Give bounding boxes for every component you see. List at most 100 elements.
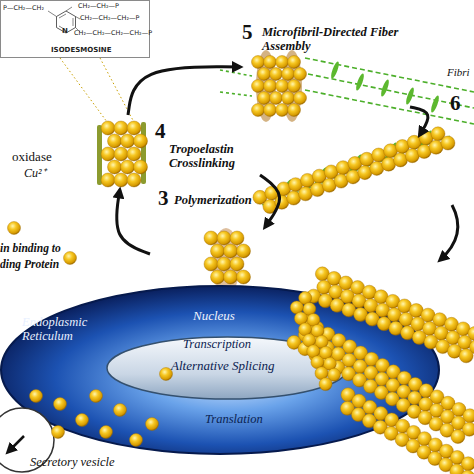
cell-body: Endoplasmic ReticulumTranslationNucleusT… <box>0 285 440 455</box>
tropoelastin-sphere <box>419 397 433 411</box>
tropoelastin-sphere <box>211 270 225 284</box>
protein-backing <box>256 50 276 122</box>
fibril-bar <box>141 122 146 184</box>
tropoelastin-sphere <box>441 396 455 410</box>
tropoelastin-sphere <box>401 326 415 340</box>
tropoelastin-sphere <box>376 303 390 317</box>
tropoelastin-sphere <box>469 340 474 354</box>
tropoelastin-sphere <box>459 349 473 363</box>
tropoelastin-sphere <box>277 182 291 196</box>
tropoelastin-sphere <box>288 104 301 117</box>
tropoelastin-sphere <box>461 470 474 474</box>
tropoelastin-sphere <box>298 342 312 356</box>
tropoelastin-sphere <box>364 299 378 313</box>
chemical-group: CH₂—CH₂—CH₂—CH₂—P <box>74 30 152 37</box>
tropoelastin-sphere <box>352 394 366 408</box>
tropoelastin-sphere <box>275 195 289 209</box>
tropoelastin-sphere <box>309 334 323 348</box>
step-label: ding Protein <box>0 258 59 271</box>
tropoelastin-sphere <box>336 161 350 175</box>
tropoelastin-sphere <box>230 257 244 271</box>
tropoelastin-sphere <box>130 434 143 447</box>
tropoelastin-sphere <box>318 294 332 308</box>
secretory-vesicle: Secretory vesicle <box>0 405 140 474</box>
tropoelastin-sphere <box>362 285 376 299</box>
tropoelastin-sphere <box>362 414 376 428</box>
tropoelastin-sphere <box>303 303 316 316</box>
tropoelastin-sphere <box>385 413 399 427</box>
tropoelastin-sphere <box>398 299 412 313</box>
tropoelastin-sphere <box>224 270 238 284</box>
tropoelastin-sphere <box>374 407 388 421</box>
process-arrow <box>410 107 428 135</box>
tropoelastin-sphere <box>252 80 265 93</box>
tropoelastin-sphere <box>329 285 343 299</box>
tropoelastin-sphere <box>406 439 420 453</box>
tropoelastin-sphere <box>108 160 122 174</box>
tropoelastin-sphere <box>327 368 340 381</box>
tropoelastin-sphere <box>315 367 328 380</box>
tropoelastin-sphere <box>397 385 411 399</box>
tropoelastin-sphere <box>450 451 464 465</box>
tropoelastin-sphere <box>422 322 436 336</box>
tropoelastin-sphere <box>108 134 122 148</box>
tropoelastin-sphere <box>386 378 400 392</box>
tropoelastin-sphere <box>310 321 324 335</box>
fiber-axis <box>262 136 450 205</box>
tropoelastin-sphere <box>374 290 388 304</box>
tropoelastin-sphere <box>204 231 218 245</box>
tropoelastin-sphere <box>417 445 431 459</box>
tropoelastin-sphere <box>428 438 442 452</box>
tropoelastin-sphere <box>385 392 399 406</box>
tropoelastin-sphere <box>375 359 389 373</box>
fibril-bar <box>97 125 102 185</box>
tropoelastin-sphere <box>351 408 365 422</box>
tropoelastin-sphere <box>127 173 141 187</box>
step-group: 5Microfibril-Directed Fiber Assembly <box>240 22 410 122</box>
tropoelastin-sphere <box>370 161 384 175</box>
tropoelastin-sphere <box>456 322 470 336</box>
tropoelastin-sphere <box>334 174 348 188</box>
tropoelastin-sphere <box>54 398 67 411</box>
step-group: 4Tropoelastin Crosslinking <box>95 115 260 190</box>
tropoelastin-sphere <box>319 378 332 391</box>
tropoelastin-sphere <box>160 368 173 381</box>
double-bonds <box>59 14 73 29</box>
tropoelastin-sphere <box>264 80 277 93</box>
tropoelastin-sphere <box>299 187 313 201</box>
tropoelastin-sphere <box>320 354 334 368</box>
tropoelastin-sphere <box>114 404 127 417</box>
tropoelastin-sphere <box>52 426 65 439</box>
tropoelastin-sphere <box>330 298 344 312</box>
tropoelastin-sphere <box>440 423 454 437</box>
tropoelastin-sphere <box>8 222 21 235</box>
tropoelastin-sphere <box>353 373 367 387</box>
tropoelastin-sphere <box>299 315 313 329</box>
tropoelastin-sphere <box>340 289 354 303</box>
tropoelastin-sphere <box>294 92 307 105</box>
inset-background <box>1 1 150 58</box>
export-arrow <box>8 436 24 452</box>
tropoelastin-sphere <box>364 379 378 393</box>
tropoelastin-sphere <box>319 346 332 359</box>
chemical-group: P—CH₂—CH₂ <box>3 5 44 12</box>
tropoelastin-sphere <box>407 425 421 439</box>
tropoelastin-sphere <box>299 292 312 305</box>
tropoelastin-sphere <box>270 92 283 105</box>
fibril-label: Fibri <box>447 66 470 78</box>
tropoelastin-sphere <box>324 165 338 179</box>
tropoelastin-sphere <box>346 170 360 184</box>
tropoelastin-sphere <box>418 411 432 425</box>
tropoelastin-sphere <box>452 403 466 417</box>
tropoelastin-sphere <box>252 56 265 69</box>
tropoelastin-sphere <box>424 335 438 349</box>
protein-backing <box>282 50 302 122</box>
tropoelastin-sphere <box>434 326 448 340</box>
tropoelastin-sphere <box>399 312 413 326</box>
tropoelastin-sphere <box>462 422 474 436</box>
step-group: 3Polymerization <box>150 200 265 290</box>
tropoelastin-sphere <box>340 401 354 415</box>
tropoelastin-sphere <box>146 418 159 431</box>
tropoelastin-sphere <box>352 294 366 308</box>
